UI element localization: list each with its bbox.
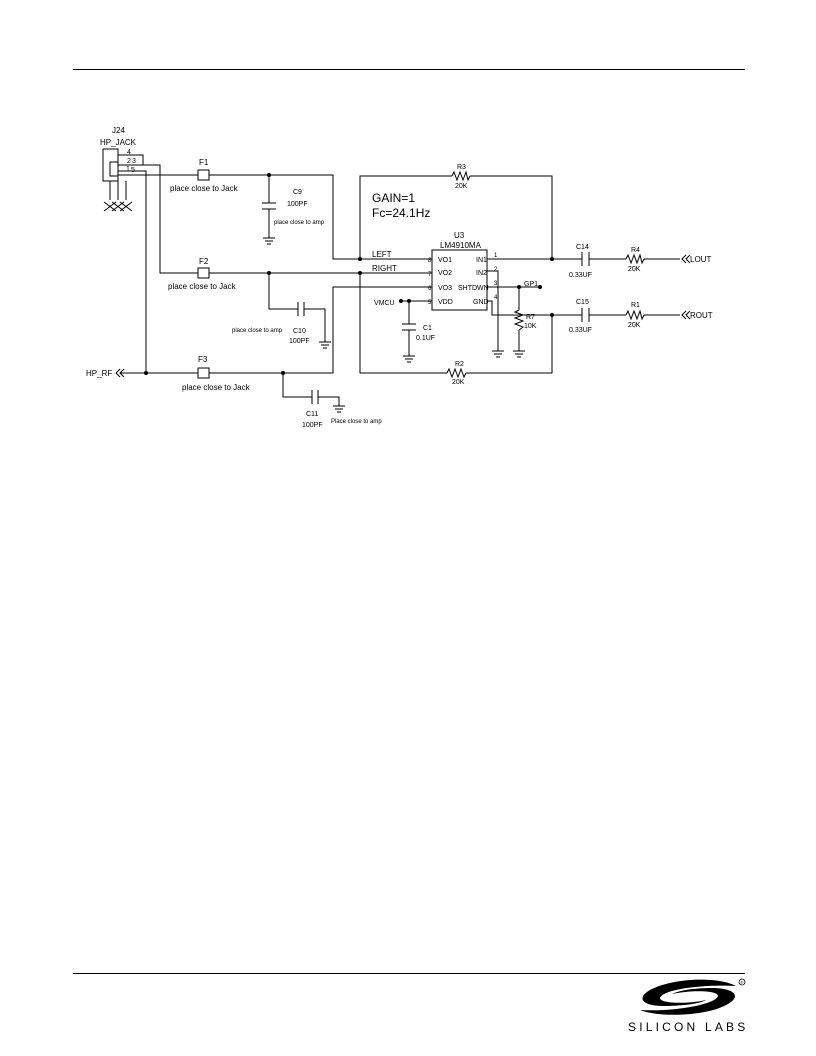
- gain-label: GAIN=1: [372, 191, 415, 205]
- net-left: LEFT: [372, 250, 392, 259]
- ground-r7: [513, 350, 525, 358]
- capacitor-c9: C9 100PF place close to amp: [262, 189, 325, 226]
- u3-pin-vo3: VO3: [438, 285, 452, 292]
- r1-value: 20K: [628, 322, 641, 329]
- u3-pin-num-7: 7: [428, 272, 432, 278]
- r2-ref: R2: [455, 361, 464, 368]
- c14-ref: C14: [576, 244, 589, 251]
- silicon-labs-logo-icon: ®: [640, 978, 746, 1015]
- c15-ref: C15: [576, 299, 589, 306]
- u3-ref: U3: [454, 231, 465, 240]
- rout-label: ROUT: [690, 311, 713, 320]
- r4-ref: R4: [631, 247, 640, 254]
- c9-value: 100PF: [287, 201, 308, 208]
- f1-note: place close to Jack: [170, 184, 239, 193]
- u3-pin-vo2: VO2: [438, 270, 452, 277]
- c10-ref: C10: [293, 328, 306, 335]
- capacitor-c11: C11 100PF Place close to amp: [302, 390, 382, 429]
- header-rule: [73, 69, 745, 70]
- registered-mark: ®: [740, 980, 743, 985]
- ground-gnd-pin: [492, 350, 504, 358]
- j24-pin-4: 4: [127, 149, 131, 156]
- c10-value: 100PF: [289, 338, 310, 345]
- ground-c11: [333, 405, 345, 413]
- j24-pin-5: 5: [131, 167, 135, 174]
- u3-pin-vdd: VDD: [438, 299, 453, 306]
- ferrite-f1: F1 place close to Jack: [170, 158, 239, 193]
- c9-note: place close to amp: [274, 220, 325, 226]
- ground-c10: [319, 341, 331, 349]
- u3-pin-num-8: 8: [428, 258, 432, 264]
- junction-dots: [144, 173, 554, 375]
- ground-c1: [403, 355, 415, 363]
- amplifier-u3: U3 LM4910MA 8 7 6 5 VO1 VO2 VO3 VDD IN1 …: [428, 231, 498, 311]
- company-wordmark: SILICON LABS: [628, 1020, 749, 1034]
- r4-value: 20K: [628, 266, 641, 273]
- capacitor-c14: C14 0.33UF: [569, 244, 592, 279]
- footer-rule: [73, 973, 745, 974]
- ground-c9: [263, 237, 275, 245]
- c1-ref: C1: [423, 325, 432, 332]
- capacitor-c15: C15 0.33UF: [569, 299, 592, 334]
- f2-note: place close to Jack: [168, 282, 237, 291]
- resistor-r1: R1 20K: [625, 302, 645, 329]
- j24-pin-1: 1: [126, 166, 130, 173]
- u3-pin-in1: IN1: [476, 257, 487, 264]
- u3-pin-num-4: 4: [494, 295, 498, 301]
- resistor-r3: R3 20K: [451, 164, 471, 190]
- c9-ref: C9: [293, 189, 302, 196]
- u3-pin-num-3: 3: [494, 281, 498, 287]
- j24-ref: J24: [112, 126, 125, 135]
- u3-pin-in2: IN2: [476, 270, 487, 277]
- resistor-r4: R4 20K: [625, 247, 645, 273]
- j24-headphone-jack: J24 HP_JACK 4 2 3 1 5: [100, 126, 144, 212]
- u3-pin-num-1: 1: [494, 253, 498, 259]
- c14-value: 0.33UF: [569, 272, 592, 279]
- ferrite-f3: F3 place close to Jack: [182, 355, 251, 392]
- u3-pin-num-2: 2: [494, 267, 498, 273]
- u3-pin-gnd: GND: [473, 299, 489, 306]
- fc-label: Fc=24.1Hz: [372, 206, 430, 220]
- c1-value: 0.1UF: [416, 335, 435, 342]
- net-right: RIGHT: [372, 264, 397, 273]
- r7-value: 10K: [524, 323, 537, 330]
- resistor-r7: R7 10K: [513, 309, 537, 331]
- u3-pin-num-5: 5: [428, 300, 432, 306]
- c15-value: 0.33UF: [569, 327, 592, 334]
- r7-ref: R7: [526, 314, 535, 321]
- r2-value: 20K: [452, 379, 465, 386]
- j24-pin-2: 2: [127, 158, 131, 165]
- hp-rf-label: HP_RF: [86, 369, 112, 378]
- lout-label: LOUT: [690, 255, 711, 264]
- f2-ref: F2: [199, 257, 209, 266]
- u3-part: LM4910MA: [440, 241, 482, 250]
- r1-ref: R1: [631, 302, 640, 309]
- f1-ref: F1: [199, 158, 209, 167]
- u3-pin-num-6: 6: [428, 286, 432, 292]
- net-vmcu: VMCU: [374, 300, 395, 307]
- c11-ref: C11: [306, 411, 318, 418]
- c10-note: place close to amp: [232, 328, 283, 334]
- u3-pin-shtdwn: SHTDWN: [458, 285, 489, 292]
- r3-value: 20K: [455, 183, 468, 190]
- gp1-label: GP1: [524, 281, 538, 288]
- c11-value: 100PF: [302, 422, 323, 429]
- f3-note: place close to Jack: [182, 383, 251, 392]
- capacitor-c10: C10 100PF place close to amp: [232, 302, 310, 345]
- j24-name: HP_JACK: [100, 138, 137, 147]
- capacitor-c1: C1 0.1UF: [402, 323, 435, 342]
- u3-pin-vo1: VO1: [438, 257, 452, 264]
- r3-ref: R3: [457, 164, 466, 171]
- j24-pin-3: 3: [132, 158, 136, 165]
- resistor-r2: R2 20K: [446, 361, 467, 386]
- port-rout: ROUT: [681, 310, 713, 320]
- ferrite-f2: F2 place close to Jack: [168, 257, 237, 291]
- c11-note: Place close to amp: [331, 419, 382, 425]
- port-hp-rf: HP_RF: [86, 368, 125, 378]
- f3-ref: F3: [198, 355, 208, 364]
- port-lout: LOUT: [681, 254, 711, 264]
